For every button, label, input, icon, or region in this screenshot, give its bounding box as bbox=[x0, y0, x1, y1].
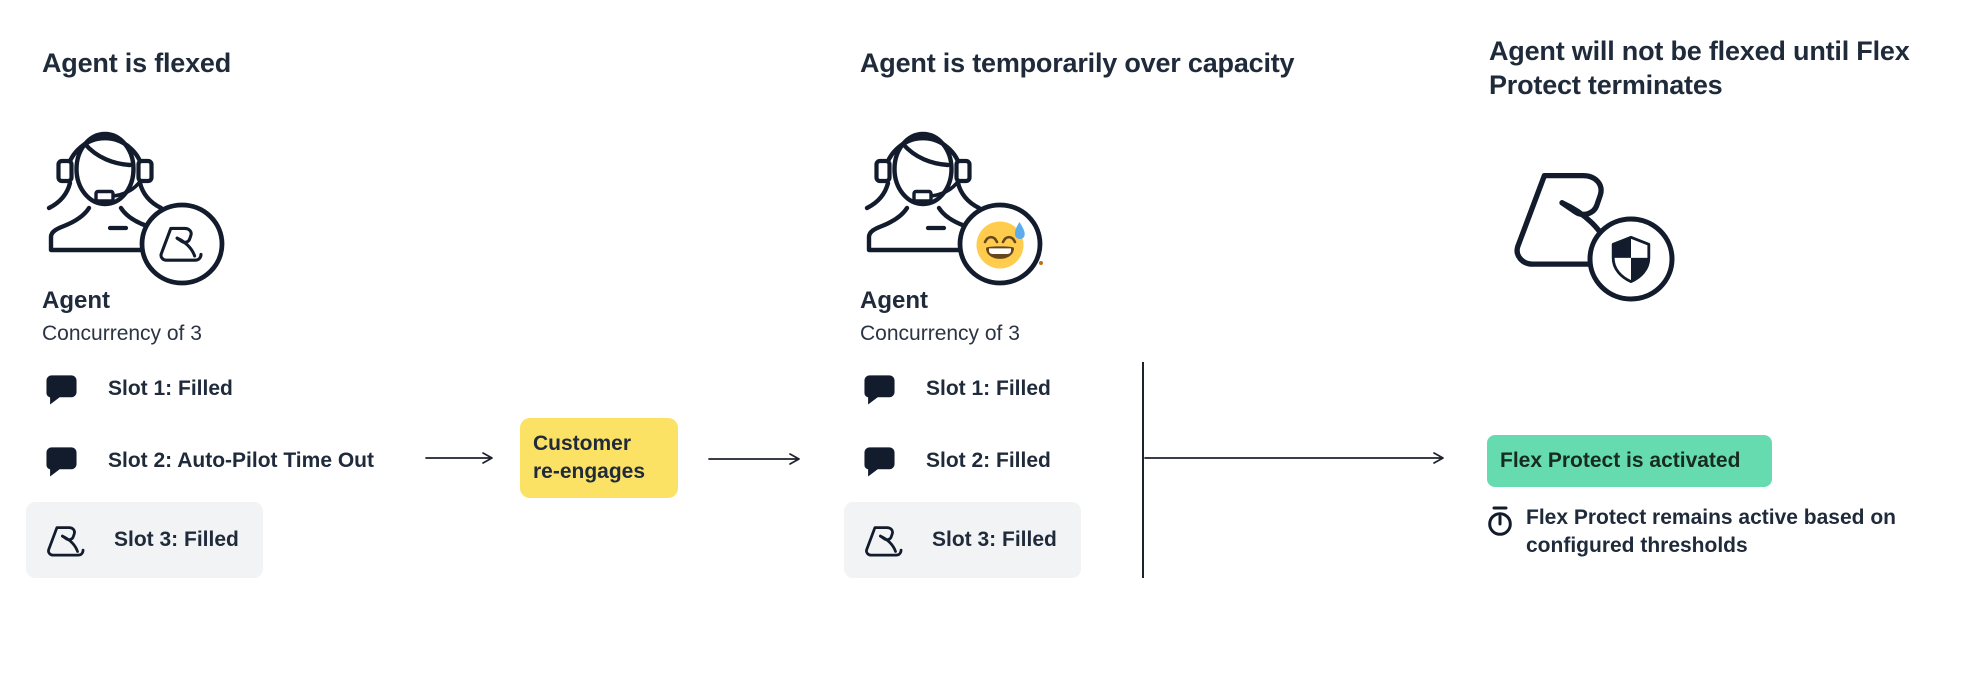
slot-label: Slot 1: Filled bbox=[926, 377, 1051, 400]
column-over-capacity-title: Agent is temporarily over capacity bbox=[860, 48, 1295, 78]
arrow-right bbox=[425, 452, 493, 464]
agent-with-flex-badge-icon bbox=[46, 131, 225, 286]
slot-label: Slot 1: Filled bbox=[108, 377, 233, 400]
slot-label: Slot 2: Auto-Pilot Time Out bbox=[108, 449, 374, 472]
agent-with-sweat-smile-badge-icon bbox=[864, 131, 1043, 286]
flex-arm-with-shield-badge-icon bbox=[1514, 172, 1675, 302]
concurrency-label: Concurrency of 3 bbox=[42, 322, 202, 345]
stopwatch-icon bbox=[1488, 506, 1512, 536]
banner-label: Flex Protect is activated bbox=[1500, 449, 1741, 472]
sweat-smile-emoji-icon bbox=[976, 221, 1025, 269]
agent-name-label: Agent bbox=[860, 287, 928, 314]
stage-divider-line bbox=[1142, 362, 1144, 578]
flex-arm-icon bbox=[865, 525, 903, 557]
slot-label: Slot 3: Filled bbox=[114, 528, 239, 551]
chat-bubble-icon bbox=[864, 374, 895, 405]
stray-dot bbox=[1039, 261, 1043, 265]
slot-row-highlighted: Slot 3: Filled bbox=[26, 502, 263, 578]
flex-protect-activated-banner: Flex Protect is activated bbox=[1487, 435, 1772, 487]
slot-row: Slot 2: Filled bbox=[863, 443, 1051, 479]
slot-row-highlighted: Slot 3: Filled bbox=[844, 502, 1081, 578]
column-flexed-title: Agent is flexed bbox=[42, 48, 232, 78]
chat-bubble-icon bbox=[46, 374, 77, 405]
slot-row: Slot 2: Auto-Pilot Time Out bbox=[45, 443, 374, 479]
slot-label: Slot 3: Filled bbox=[932, 528, 1057, 551]
customer-reengages-box: Customer re-engages bbox=[520, 418, 678, 498]
concurrency-label: Concurrency of 3 bbox=[860, 322, 1020, 345]
shield-icon bbox=[1611, 235, 1651, 284]
slot-row: Slot 1: Filled bbox=[863, 371, 1051, 407]
column-flex-protect-title: Agent will not be flexed until Flex Prot… bbox=[1489, 36, 1910, 100]
slot-label: Slot 2: Filled bbox=[926, 449, 1051, 472]
flex-arm-icon bbox=[47, 525, 85, 557]
flex-arm-badge-icon bbox=[159, 226, 203, 262]
chat-bubble-icon bbox=[864, 446, 895, 477]
arrow-right bbox=[708, 453, 800, 465]
customer-reengages-label: Customer re-engages bbox=[533, 432, 646, 483]
chat-bubble-icon bbox=[46, 446, 77, 477]
arrow-right bbox=[1144, 452, 1444, 464]
flex-protect-note: Flex Protect remains active based on con… bbox=[1526, 506, 1896, 557]
slot-row: Slot 1: Filled bbox=[45, 371, 233, 407]
agent-name-label: Agent bbox=[42, 287, 110, 314]
